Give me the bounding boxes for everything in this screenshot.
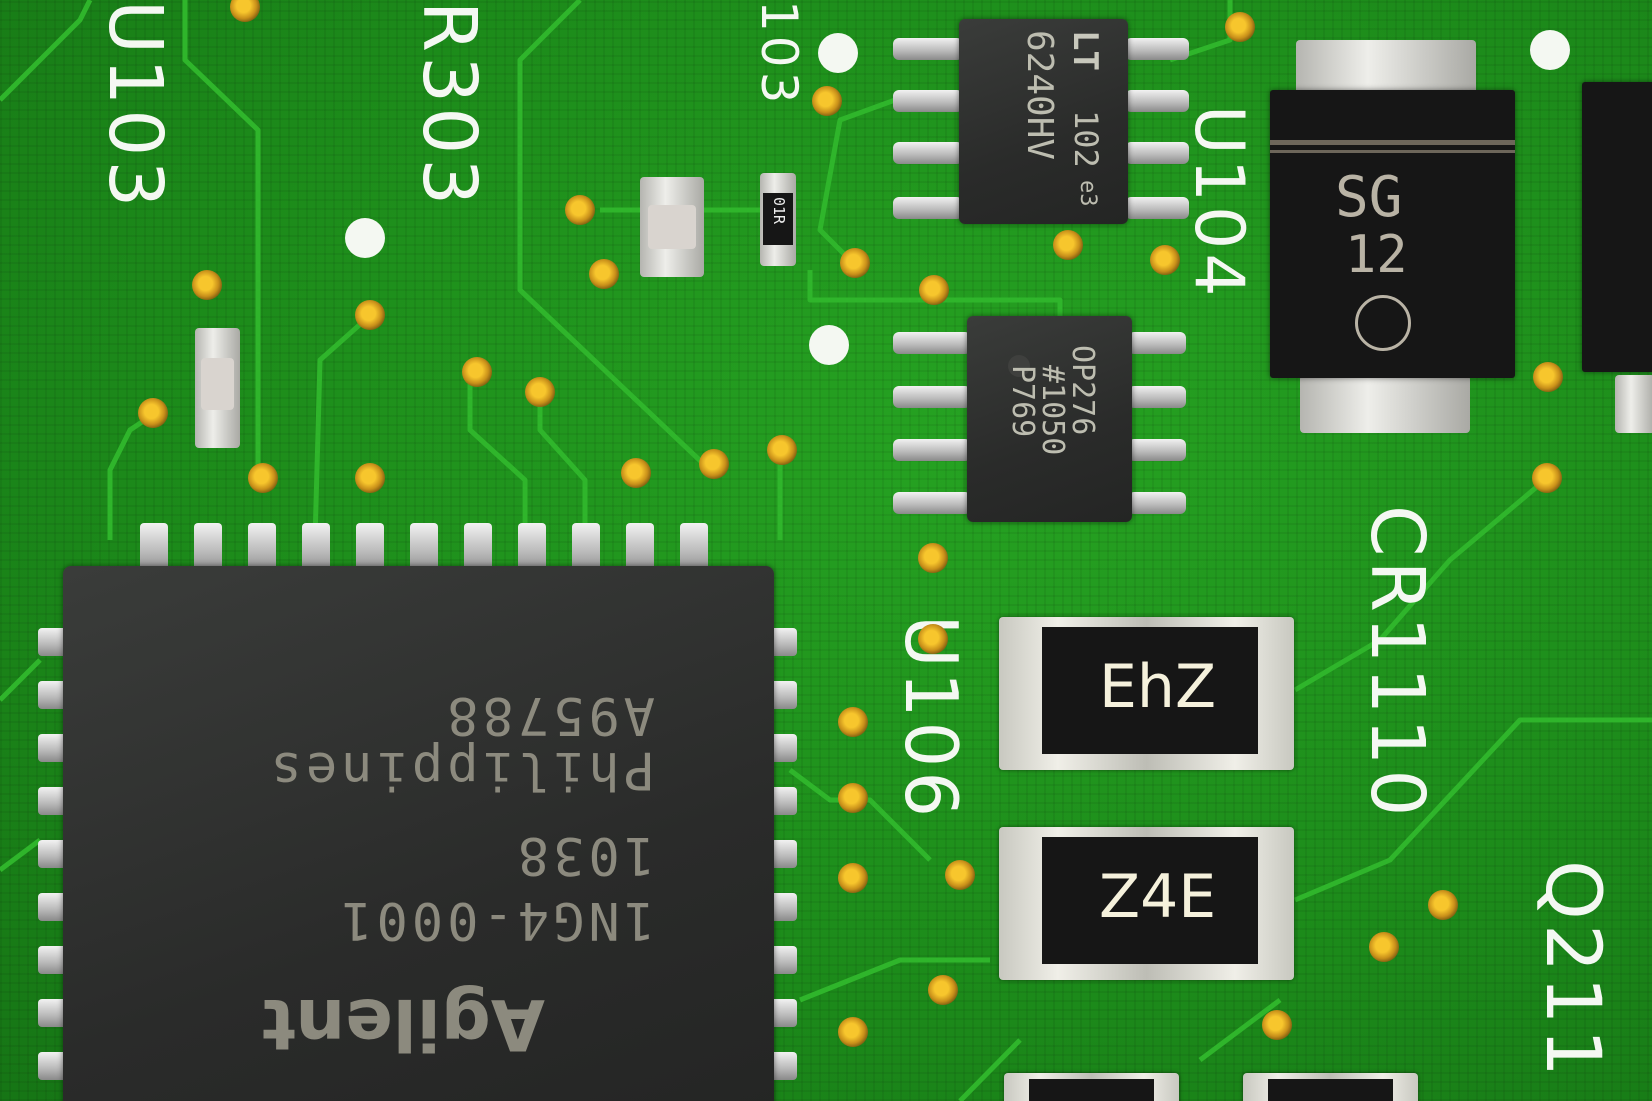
via (840, 248, 870, 278)
chip-marking: A95788 (443, 685, 655, 745)
chip-pin (893, 38, 963, 60)
via (525, 377, 555, 407)
chip-pin (1128, 332, 1186, 354)
chip-pin (410, 523, 438, 573)
via (192, 270, 222, 300)
via (918, 624, 948, 654)
via (462, 357, 492, 387)
via (138, 398, 168, 428)
fiducial-dot (345, 218, 385, 258)
chip-pin (893, 492, 971, 514)
chip-pin (194, 523, 222, 573)
chip-pin (356, 523, 384, 573)
chip-marking: OP276 (1065, 345, 1100, 436)
silkscreen-cr1110: CR1110 (1354, 505, 1440, 821)
chip-pin (518, 523, 546, 573)
via (589, 259, 619, 289)
silkscreen-u103: U103 (92, 0, 178, 212)
via (928, 975, 958, 1005)
chip-pin (893, 142, 963, 164)
via (1532, 463, 1562, 493)
diode-tab (1300, 375, 1470, 433)
small-resistor-code: 01R (770, 197, 788, 225)
chip-pin (1125, 90, 1189, 112)
via (767, 435, 797, 465)
chip-pin (1125, 142, 1189, 164)
via (838, 707, 868, 737)
chip-pin (1128, 492, 1186, 514)
fiducial-dot (1530, 30, 1570, 70)
fiducial-dot (818, 33, 858, 73)
via (919, 275, 949, 305)
via (918, 543, 948, 573)
component-partial (1004, 1073, 1179, 1101)
chip-pin (893, 90, 963, 112)
chip-pin (1128, 386, 1186, 408)
chip-pin (626, 523, 654, 573)
resistor-bottom: Z4E (999, 827, 1294, 980)
via (1053, 230, 1083, 260)
diode-marking: 12 (1345, 225, 1408, 285)
small-resistor: 01R (760, 173, 796, 266)
chip-pin (893, 439, 971, 461)
silkscreen-u104: U104 (1179, 105, 1258, 301)
pin1-dot (1008, 355, 1030, 377)
via (838, 863, 868, 893)
resistor-code: Z4E (1099, 862, 1217, 932)
via (1428, 890, 1458, 920)
via (355, 463, 385, 493)
chip-pin (302, 523, 330, 573)
via (355, 300, 385, 330)
via (248, 463, 278, 493)
silkscreen-q211: Q211 (1529, 860, 1618, 1081)
via (230, 0, 260, 22)
diode-marking: SG (1335, 165, 1403, 230)
chip-marking: #1050 (1035, 365, 1070, 456)
chip-marking: 102 (1067, 110, 1105, 168)
via (1150, 245, 1180, 275)
chip-pin (1128, 439, 1186, 461)
silkscreen-r303: -R303 (406, 0, 492, 210)
chip-pin (1125, 38, 1189, 60)
chip-pin (572, 523, 600, 573)
silkscreen-103: 103 (750, 0, 808, 108)
chip-marking: Philippines (266, 740, 655, 800)
chip-pin (464, 523, 492, 573)
fiducial-dot (809, 325, 849, 365)
via (945, 860, 975, 890)
via (699, 449, 729, 479)
chip-pin (893, 197, 963, 219)
chip-pin (140, 523, 168, 573)
capacitor (640, 177, 704, 277)
capacitor (195, 328, 240, 448)
via (812, 86, 842, 116)
via (1225, 12, 1255, 42)
resistor-code: EhZ (1099, 652, 1217, 722)
via (1533, 362, 1563, 392)
manufacturer-logo-icon (1355, 295, 1411, 351)
agilent-logo: Agilent (261, 983, 545, 1065)
chip-marking: P769 (1005, 365, 1040, 438)
chip-marking: 1038 (513, 825, 655, 885)
component-partial (1243, 1073, 1418, 1101)
chip-marking: e3 (1075, 180, 1100, 207)
chip-marking: 6240HV (1019, 30, 1060, 161)
via (565, 195, 595, 225)
chip-pin (893, 332, 971, 354)
via (621, 458, 651, 488)
lt-logo: LT (1065, 30, 1105, 71)
via (1369, 932, 1399, 962)
chip-pin (1125, 197, 1189, 219)
via (1262, 1010, 1292, 1040)
chip-pin (680, 523, 708, 573)
resistor-top: EhZ (999, 617, 1294, 770)
via (838, 783, 868, 813)
chip-pin (248, 523, 276, 573)
diode-tab (1296, 40, 1476, 95)
chip-pin (893, 386, 971, 408)
chip-marking: 1NG4-0001 (337, 890, 655, 950)
via (838, 1017, 868, 1047)
